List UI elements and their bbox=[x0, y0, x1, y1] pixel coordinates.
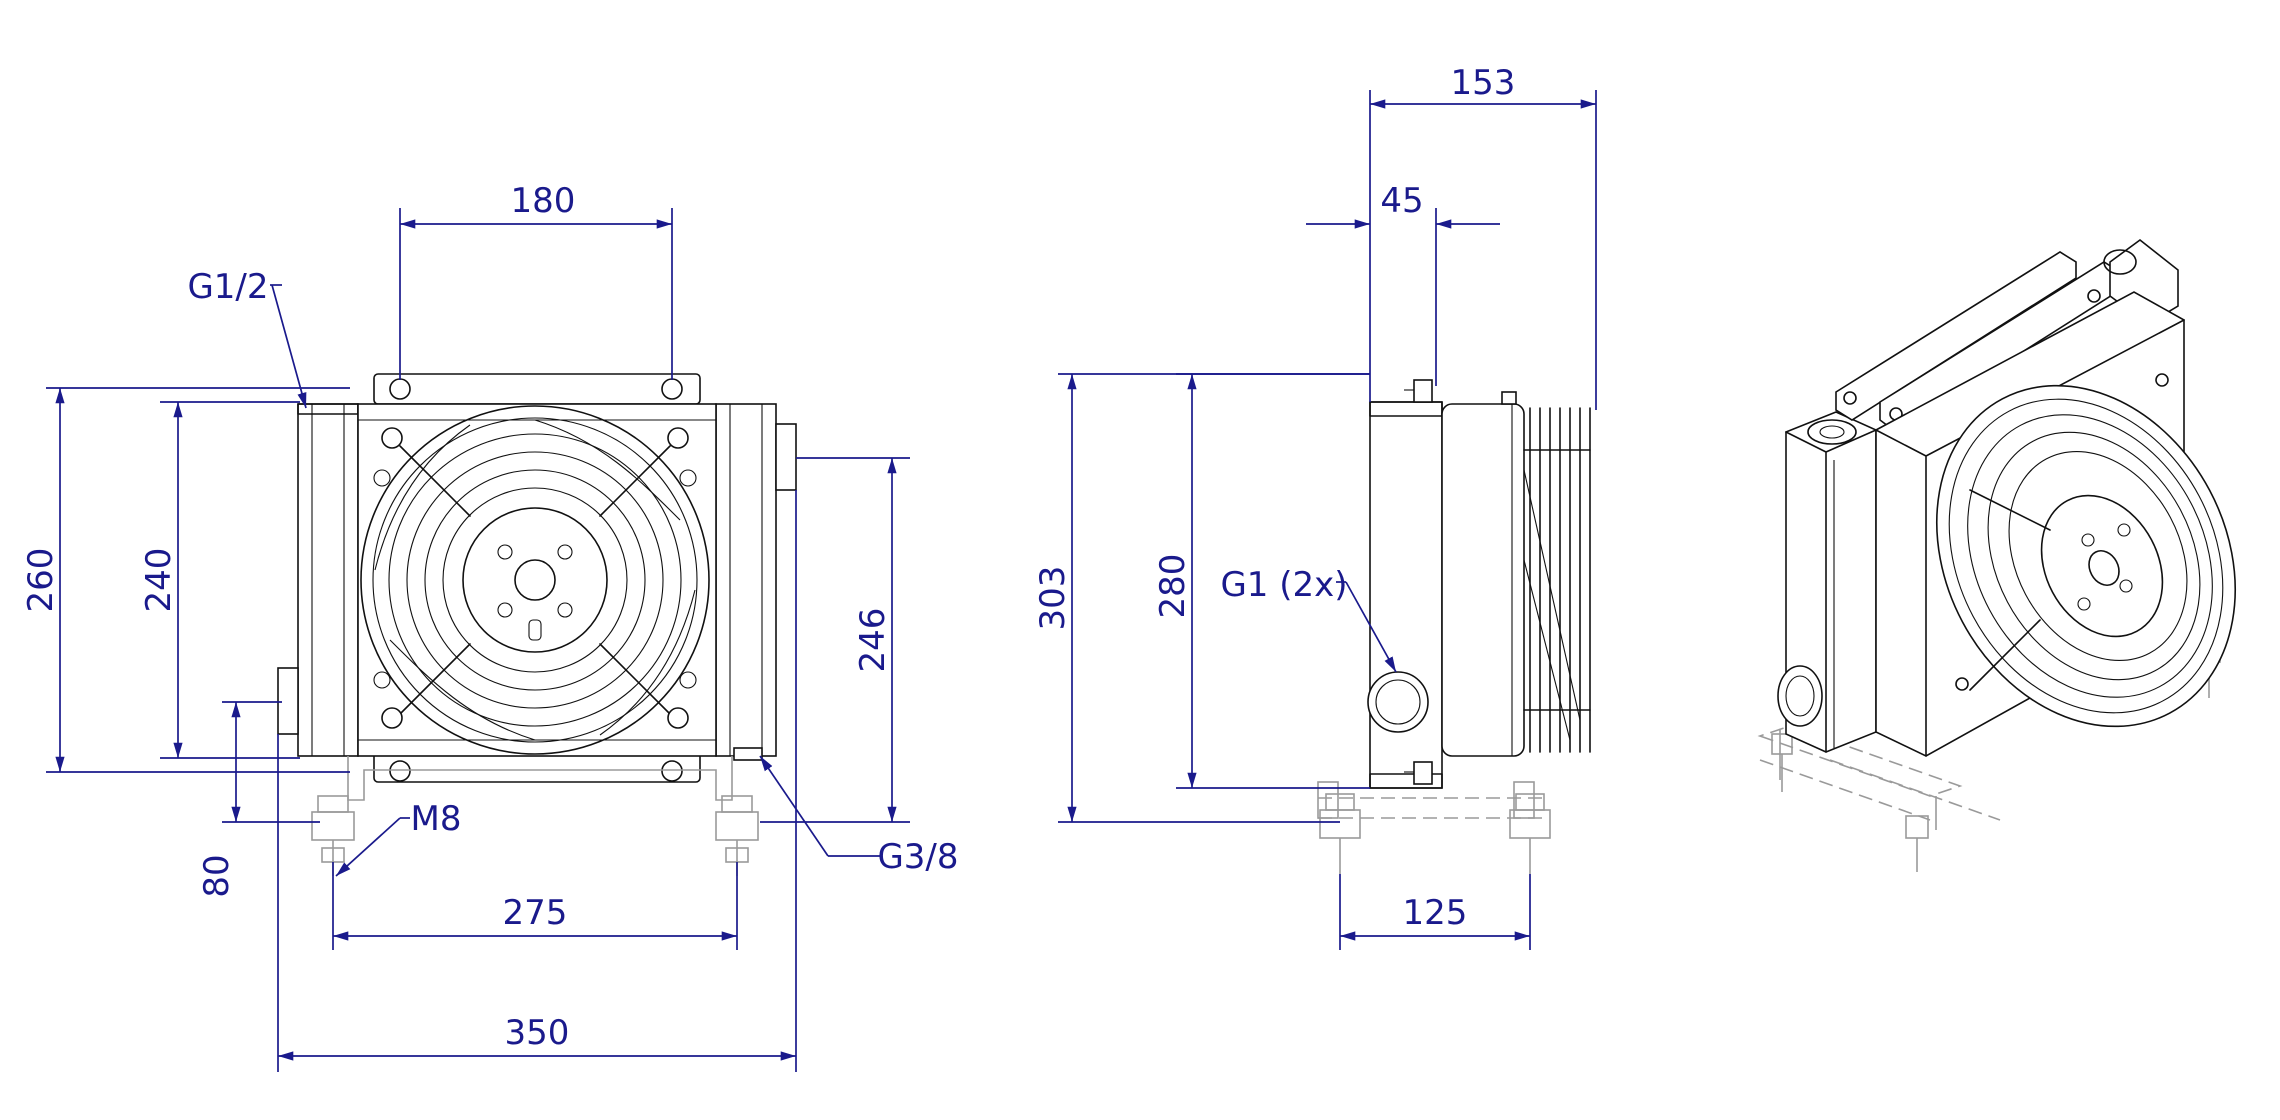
dim-side-height-overall: 303 bbox=[1033, 566, 1073, 631]
dim-foot-spacing: 275 bbox=[503, 893, 568, 933]
side-fan-guard bbox=[1523, 407, 1591, 753]
label-drain-thread: G3/8 bbox=[877, 837, 958, 877]
left-tank bbox=[297, 403, 359, 757]
right-tank bbox=[715, 403, 777, 757]
inlet-port bbox=[277, 667, 299, 735]
fan-guard bbox=[360, 405, 710, 755]
side-foot-right bbox=[1509, 793, 1551, 874]
dim-port-offset: 45 bbox=[1380, 181, 1423, 221]
side-bolt-top bbox=[1413, 379, 1433, 403]
label-connection-thread: G1 (2x) bbox=[1220, 565, 1347, 605]
drain-plug bbox=[733, 747, 763, 761]
dim-height-core: 240 bbox=[139, 548, 179, 613]
dim-foot-height: 80 bbox=[197, 854, 237, 897]
label-inlet-thread: G1/2 bbox=[187, 267, 268, 307]
iso-fan-guard bbox=[1935, 384, 2237, 728]
dim-side-height-core: 280 bbox=[1153, 554, 1193, 619]
front-view bbox=[277, 373, 797, 876]
dim-port-spacing: 180 bbox=[511, 181, 576, 221]
iso-top-flange bbox=[1835, 251, 2077, 421]
side-view bbox=[1317, 379, 1591, 874]
fan-motor bbox=[462, 507, 608, 653]
flange-hole bbox=[661, 760, 683, 782]
top-flange bbox=[373, 373, 701, 405]
flange-hole bbox=[389, 760, 411, 782]
front-dimensions: 180 G1/2 260 240 246 80 M8 G3/8 bbox=[21, 181, 959, 1072]
dim-port-height: 246 bbox=[853, 608, 893, 673]
iso-base bbox=[1757, 639, 2221, 872]
label-mount-thread: M8 bbox=[411, 799, 462, 839]
mounting-foot-left bbox=[311, 795, 355, 876]
side-foot-left bbox=[1319, 793, 1361, 874]
isometric-view bbox=[1757, 238, 2237, 872]
dim-side-foot-spacing: 125 bbox=[1403, 893, 1468, 933]
dim-width-overall: 350 bbox=[505, 1013, 570, 1053]
outlet-port bbox=[775, 423, 797, 491]
side-connection-port bbox=[1367, 671, 1429, 733]
side-fan-housing bbox=[1441, 403, 1525, 757]
dim-height-overall: 260 bbox=[21, 548, 61, 613]
side-bolt-bottom bbox=[1413, 761, 1433, 785]
dim-depth-overall: 153 bbox=[1451, 63, 1516, 103]
side-dimensions: 153 45 303 280 G1 (2x) 125 bbox=[1033, 63, 1597, 950]
